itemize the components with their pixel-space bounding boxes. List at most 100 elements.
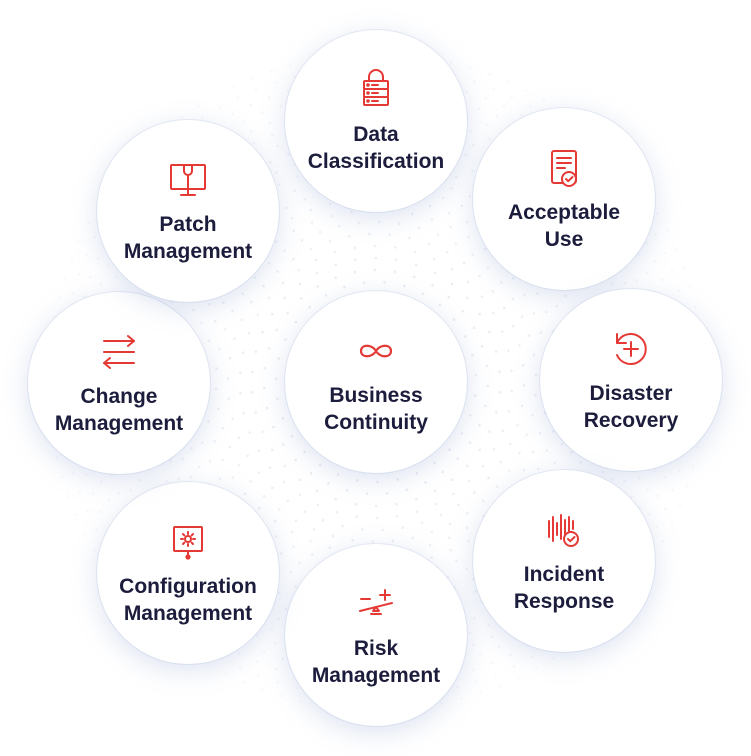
background-dot (237, 463, 241, 467)
background-dot (270, 69, 273, 73)
background-dot (431, 284, 434, 287)
background-dot (271, 133, 274, 137)
background-dot (240, 318, 243, 322)
background-dot (273, 641, 277, 645)
background-dot (497, 645, 501, 649)
background-dot (503, 306, 506, 310)
background-dot (277, 357, 281, 360)
background-dot (275, 240, 278, 243)
background-dot (678, 503, 682, 507)
background-dot (300, 239, 304, 242)
background-dot (346, 489, 349, 492)
node-label: Configuration Management (119, 575, 257, 625)
background-dot (472, 668, 475, 672)
background-dot (465, 296, 469, 300)
background-dot (462, 261, 466, 265)
background-dot (85, 254, 88, 257)
background-dot (55, 456, 59, 459)
background-dot (466, 221, 469, 224)
background-dot (273, 519, 277, 523)
background-dot (294, 458, 298, 462)
background-dot (648, 513, 651, 516)
background-dot (354, 258, 357, 262)
background-dot (466, 464, 469, 468)
background-dot (441, 470, 445, 474)
background-dot (57, 296, 61, 299)
background-dot (663, 251, 666, 255)
background-dot (192, 308, 195, 312)
background-dot (371, 540, 375, 544)
background-dot (440, 702, 443, 705)
background-dot (536, 292, 539, 296)
background-dot (523, 294, 526, 297)
background-dot (490, 635, 494, 639)
background-dot (656, 494, 660, 498)
background-dot (623, 281, 627, 285)
node-risk-management: Risk Management (285, 544, 467, 726)
background-dot (298, 282, 302, 286)
background-dot (290, 570, 293, 574)
background-dot (623, 480, 627, 483)
background-dot (696, 445, 699, 449)
background-dot (218, 347, 221, 351)
background-dot (71, 292, 74, 295)
background-dot (330, 214, 333, 218)
background-dot (281, 443, 285, 446)
background-dot (520, 404, 524, 408)
background-dot (363, 281, 366, 285)
background-dot (447, 211, 451, 215)
background-dot (494, 411, 498, 414)
background-dot (464, 153, 468, 157)
background-dot (661, 278, 664, 282)
background-dot (276, 270, 279, 273)
background-dot (466, 512, 469, 515)
background-dot (645, 241, 648, 245)
background-dot (452, 318, 456, 321)
background-dot (536, 467, 540, 471)
background-dot (385, 492, 389, 495)
background-dot (693, 305, 697, 308)
background-dot (483, 247, 487, 251)
background-dot (447, 536, 451, 539)
background-dot (433, 461, 436, 465)
background-dot (447, 295, 451, 299)
background-dot (223, 328, 227, 331)
background-dot (83, 531, 87, 535)
background-dot (271, 486, 274, 490)
background-dot (473, 617, 476, 620)
background-dot (516, 424, 519, 427)
background-dot (278, 591, 281, 595)
background-dot (276, 144, 279, 147)
background-dot (664, 507, 667, 511)
background-dot (262, 386, 266, 390)
background-dot (350, 210, 353, 214)
background-dot (509, 442, 512, 446)
background-dot (677, 289, 680, 293)
background-dot (513, 664, 516, 668)
background-dot (138, 479, 141, 482)
background-dot (430, 556, 434, 559)
center-label: Business Continuity (324, 384, 428, 434)
background-dot (467, 539, 471, 543)
background-dot (351, 539, 355, 542)
background-dot (315, 489, 319, 493)
background-dot (428, 204, 432, 208)
background-dot (273, 81, 277, 84)
background-dot (284, 607, 288, 611)
background-dot (267, 96, 271, 99)
background-dot (498, 684, 501, 688)
background-dot (261, 688, 264, 691)
background-dot (226, 377, 230, 380)
background-dot (670, 522, 674, 525)
background-dot (261, 330, 264, 334)
background-dot (78, 491, 82, 494)
background-dot (232, 85, 236, 88)
background-dot (63, 276, 67, 280)
background-dot (434, 502, 438, 506)
node-business-continuity-center: Business Continuity (285, 291, 467, 473)
background-dot (555, 304, 558, 308)
restore-plus-icon (616, 333, 647, 365)
background-dot (488, 330, 491, 334)
background-dot (570, 451, 573, 455)
background-dot (95, 528, 98, 531)
